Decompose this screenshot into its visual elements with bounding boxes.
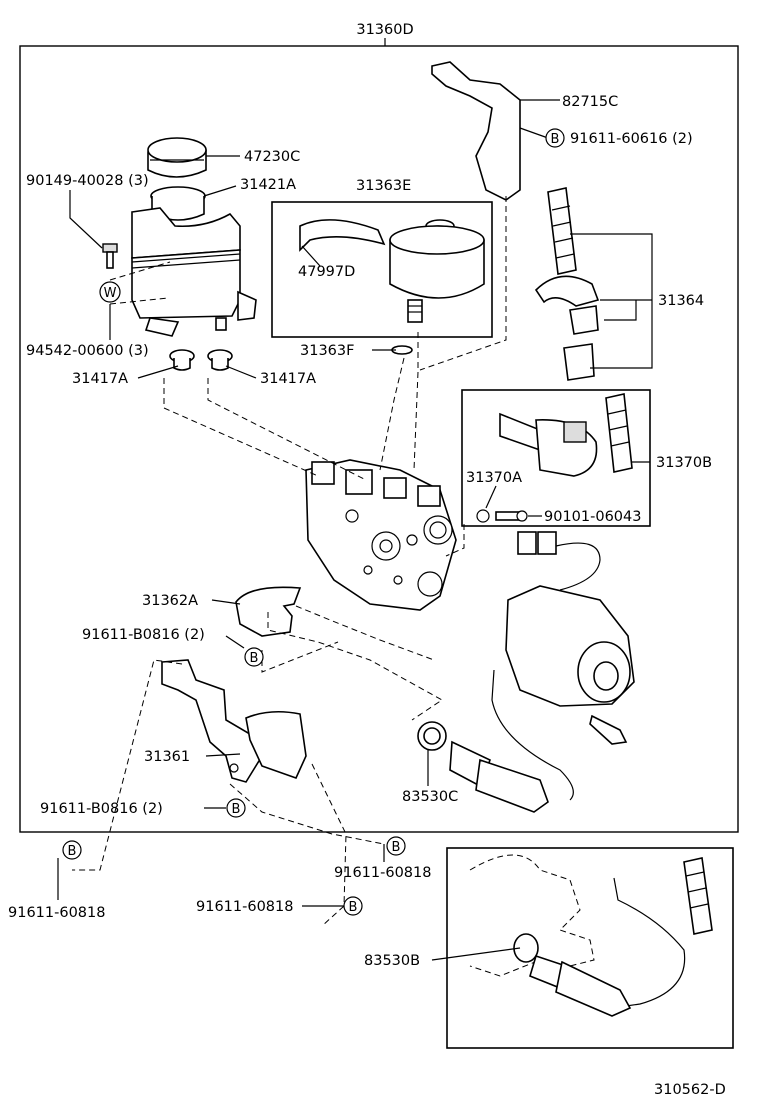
- label-diagram-code: 310562-D: [654, 1082, 726, 1098]
- label-valve-kit: 31370B: [656, 455, 712, 471]
- reservoir-cap-drawing: [147, 137, 207, 178]
- svg-text:B: B: [392, 840, 401, 855]
- label-valve: 31370A: [466, 470, 522, 486]
- svg-text:B: B: [250, 651, 259, 666]
- label-screw-90101: 90101-06043: [544, 509, 642, 525]
- label-plate: 31362A: [142, 593, 198, 609]
- accumulator-drawing: [389, 219, 485, 323]
- label-sensor-alt: 83530B: [364, 953, 420, 969]
- label-accum-kit: 31363E: [356, 178, 411, 194]
- wire-harness-drawing: [534, 187, 600, 381]
- accumulator-kit-box: [271, 201, 493, 338]
- washer-w-circle: [99, 281, 121, 303]
- label-bracket-lower: 31361: [144, 749, 190, 765]
- inset-box: [446, 847, 734, 1049]
- svg-text:B: B: [551, 132, 560, 147]
- label-bolt-90149: 90149-40028 (3): [26, 173, 149, 189]
- label-bolt-60818-mid: 91611-60818: [334, 865, 432, 881]
- label-band: 47997D: [298, 264, 355, 280]
- pump-motor-drawing: [491, 531, 635, 801]
- label-bolt-60818-bottom: 91611-60818: [196, 899, 294, 915]
- dashed-assembly-lines: [72, 196, 507, 927]
- label-pump-motor-sensor: 83530C: [402, 789, 458, 805]
- bolt-90149-drawing: [102, 243, 118, 269]
- svg-text:B: B: [68, 844, 77, 859]
- label-bracket-top: 82715C: [562, 94, 618, 110]
- bracket-31361-drawing: [161, 659, 307, 783]
- reservoir-tank-drawing: [131, 186, 257, 337]
- plate-31362a-drawing: [235, 586, 302, 637]
- label-bolt-b0816-lower: 91611-B0816 (2): [40, 801, 163, 817]
- inset-drawing: [469, 854, 713, 1017]
- label-cap: 47230C: [244, 149, 300, 165]
- valve-kit-drawing: [476, 393, 633, 523]
- label-grommet-left: 31417A: [72, 371, 128, 387]
- svg-text:B: B: [232, 802, 241, 817]
- leader-lines: [57, 99, 653, 961]
- marker-b-lower: B: [226, 798, 246, 818]
- label-grommet-right: 31417A: [260, 371, 316, 387]
- label-tank-neck: 31421A: [240, 177, 296, 193]
- band-drawing: [299, 219, 386, 252]
- label-assembly: 31360D: [356, 22, 413, 38]
- label-bolt-top: 91611-60616 (2): [570, 131, 693, 147]
- marker-b-left: B: [62, 840, 82, 860]
- label-bolt-60818-left: 91611-60818: [8, 905, 106, 921]
- marker-b-mid: B: [386, 836, 406, 856]
- pump-motor-sensor-drawing: [417, 721, 549, 813]
- pump-body-drawing: [305, 459, 457, 611]
- marker-b-top: B: [545, 128, 565, 148]
- marker-w: W: [104, 286, 117, 301]
- marker-b-bottom: B: [343, 896, 363, 916]
- valve-kit-box: [461, 389, 651, 527]
- label-wire-harness: 31364: [658, 293, 704, 309]
- grommet-drawings: [169, 349, 233, 371]
- marker-b-upper: B: [244, 647, 264, 667]
- bracket-82715c-drawing: [431, 61, 521, 201]
- label-washer-w: 94542-00600 (3): [26, 343, 149, 359]
- label-oring: 31363F: [300, 343, 354, 359]
- label-bolt-b0816-upper: 91611-B0816 (2): [82, 627, 205, 643]
- svg-text:B: B: [349, 900, 358, 915]
- assembly-frame: [19, 45, 739, 833]
